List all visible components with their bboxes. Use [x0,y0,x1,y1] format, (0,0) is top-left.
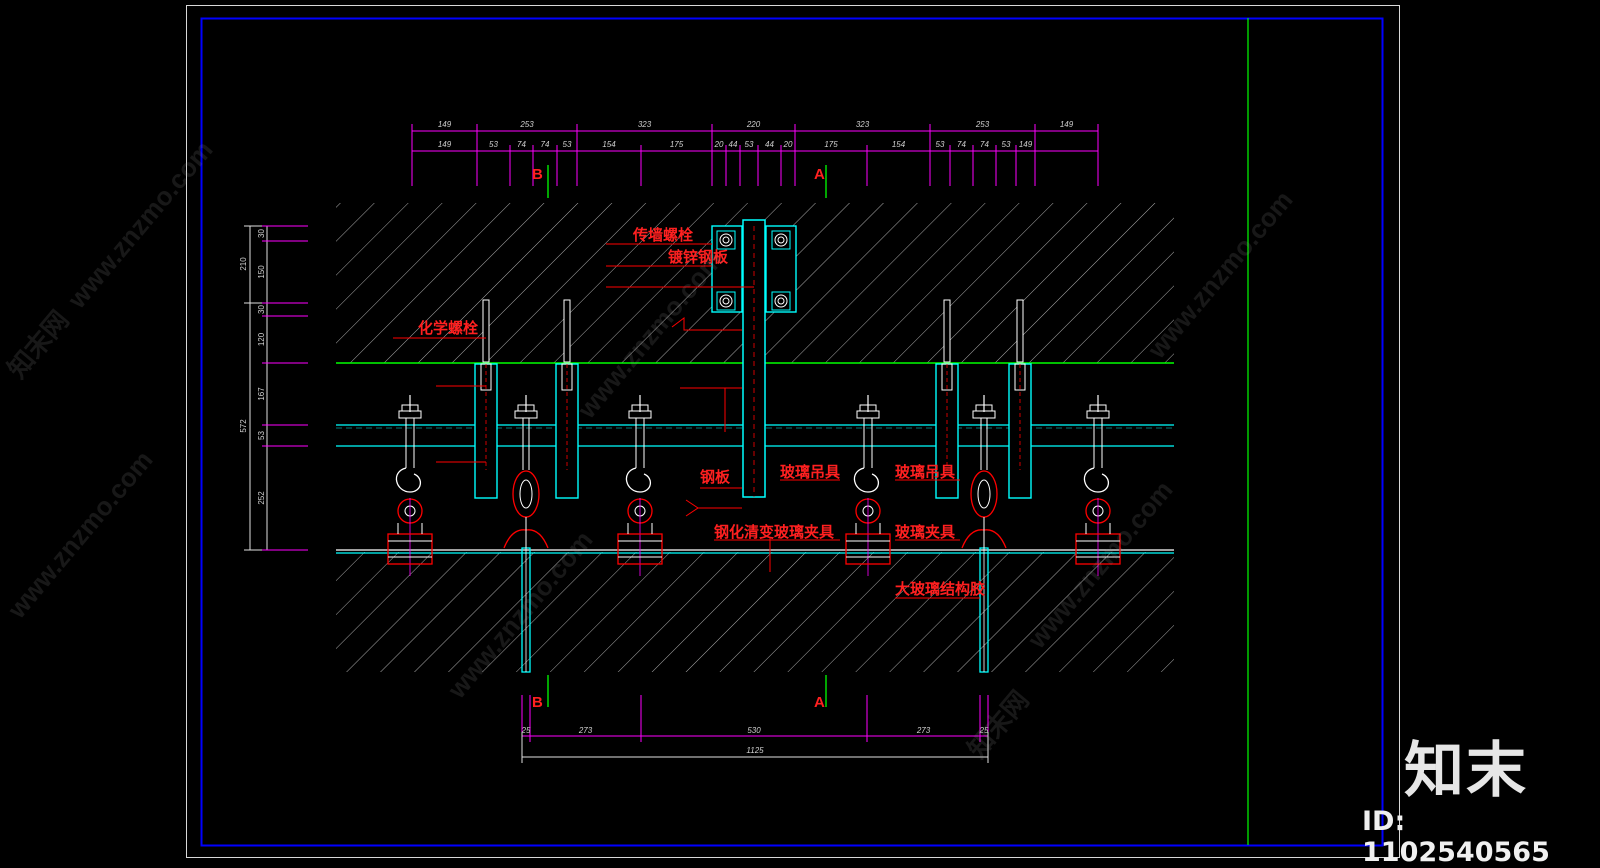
brand-logo: 知末 [1404,736,1528,806]
top-dim-row2-value: 149 [438,140,452,149]
label-galvanized-plate: 镀锌钢板 [668,248,729,266]
top-dim-row2-value: 44 [765,140,774,149]
watermark-site-5: www.znzmo.com [1,445,159,625]
label-chemical-bolt: 化学螺栓 [418,319,478,337]
dimension-lines [244,124,1099,763]
label-steel-plate: 钢板 [700,468,731,486]
top-dim-row2-value: 74 [541,140,550,149]
top-dim-row2-value: 154 [602,140,616,149]
top-dimension-row2: 149 53 74 74 53 154 175 20 44 53 44 20 175 154 53 74 74 5… [438,140,1033,149]
section-mark-b-bottom: B [532,694,543,711]
drawing-frame [186,5,1400,858]
bottom-dim-value: 25 [979,726,989,735]
chemical-bolts [474,299,1032,499]
left-dim-inner-value: 252 [257,491,266,505]
left-dim-outer-value: 572 [239,419,248,433]
section-mark-b-top: B [532,166,543,183]
watermark-site-cn-2: 知末网 [962,685,1035,764]
watermark-site-1: www.znzmo.com [61,135,219,315]
left-dim-inner-value: 30 [257,305,266,314]
label-glass-hanger-2: 玻璃吊具 [895,463,955,481]
top-dim-row1-value: 323 [856,120,870,129]
bottom-dim-value: 530 [747,726,761,735]
top-dim-row2-value: 53 [563,140,572,149]
left-dim-inner-value: 167 [257,387,266,401]
top-dim-row2-value: 175 [670,140,684,149]
bottom-dimensions: 25 273 530 273 25 1125 [521,726,989,755]
left-dim-inner-value: 30 [257,229,266,238]
top-dim-row2-value: 44 [729,140,738,149]
top-dim-row1-value: 323 [638,120,652,129]
top-dim-row2-value: 175 [824,140,838,149]
left-dim-inner-value: 53 [257,431,266,440]
top-dim-row2-value: 53 [745,140,754,149]
top-dim-row1-value: 220 [746,120,761,129]
concrete-slab-bottom [336,552,1174,672]
section-mark-a-top: A [814,166,825,183]
top-dim-row1-value: 149 [1060,120,1074,129]
bottom-dim-value: 273 [916,726,931,735]
top-dim-row2-value: 74 [957,140,966,149]
top-dim-row2-value: 20 [714,140,724,149]
glass-hangers [387,395,1121,576]
left-dim-outer-value: 210 [239,257,248,271]
left-dimensions: 210 572 30 150 30 120 167 53 252 [239,229,266,505]
top-dim-row1-value: 253 [519,120,534,129]
top-dim-row2-value: 53 [1002,140,1011,149]
label-tempered-glass-clamp: 钢化清变玻璃夹具 [714,523,834,541]
label-structural-sealant: 大玻璃结构胶 [895,580,985,598]
label-anchor-bolt: 传墙螺栓 [632,226,693,244]
top-dim-row2-value: 154 [892,140,906,149]
section-marks: B A B A [532,165,827,711]
annotation-labels: 传墙螺栓 镀锌钢板 化学螺栓 钢板 玻璃吊具 玻璃吊具 钢化清变玻璃夹具 玻璃夹… [418,226,985,598]
label-glass-hanger-1: 玻璃吊具 [780,463,840,481]
bottom-dim-value: 273 [578,726,593,735]
watermark-site-cn-1: 知末网 [2,305,75,384]
top-dim-row1-value: 149 [438,120,452,129]
top-dim-row2-value: 74 [517,140,526,149]
top-dim-row2-value: 74 [980,140,989,149]
section-mark-a-bottom: A [814,694,825,711]
plate-bolts [716,230,791,311]
annotation-leaders [393,243,980,599]
left-dim-inner-value: 150 [257,265,266,279]
label-glass-clamp: 玻璃夹具 [895,523,955,541]
top-dimension-row1: 149 253 323 220 323 253 149 [438,120,1074,129]
left-dim-inner-value: 120 [257,332,266,346]
bottom-dim-value: 25 [521,726,531,735]
image-id: ID: 1102540565 [1362,806,1550,868]
top-dim-row2-value: 149 [1019,140,1033,149]
top-dim-row1-value: 253 [975,120,990,129]
top-dim-row2-value: 53 [936,140,945,149]
top-dim-row2-value: 20 [783,140,793,149]
bottom-dim-total: 1125 [746,746,764,755]
top-dim-row2-value: 53 [489,140,498,149]
